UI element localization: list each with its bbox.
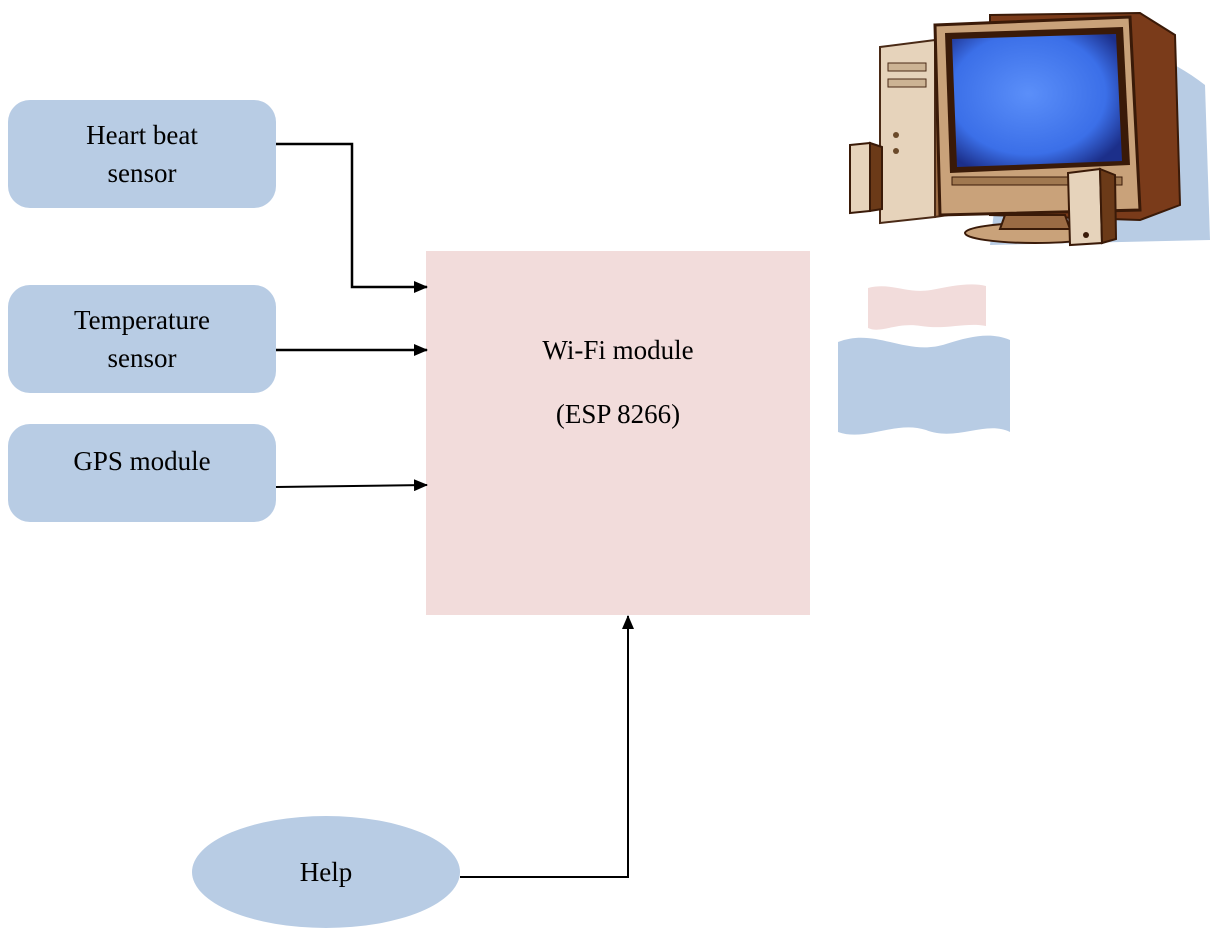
help-label: Help — [299, 856, 353, 887]
gps-module-block: GPS module — [8, 424, 276, 522]
cloud-flag-icon — [838, 284, 1010, 435]
wifi-module-block: Wi-Fi module (ESP 8266) — [426, 251, 810, 615]
gps-module-label: GPS module — [73, 446, 211, 476]
heart-beat-sensor-label-line2: sensor — [107, 158, 177, 188]
gps-to-wifi-arrow — [275, 479, 428, 492]
heart-to-wifi-arrow — [276, 142, 428, 293]
temperature-sensor-label-line2: sensor — [107, 343, 177, 373]
heart-beat-sensor-label-line1: Heart beat — [86, 120, 198, 150]
temperature-sensor-label-line1: Temperature — [73, 305, 211, 335]
computer-icon — [849, 11, 1210, 247]
help-button: Help — [192, 816, 460, 928]
wifi-module-label: Wi-Fi module — [542, 335, 694, 365]
heart-beat-sensor-block: Heart beat sensor — [8, 100, 276, 208]
esp8266-label: (ESP 8266) — [555, 399, 681, 429]
temperature-sensor-block: Temperature sensor — [8, 285, 276, 393]
help-to-wifi-arrow — [460, 615, 634, 878]
